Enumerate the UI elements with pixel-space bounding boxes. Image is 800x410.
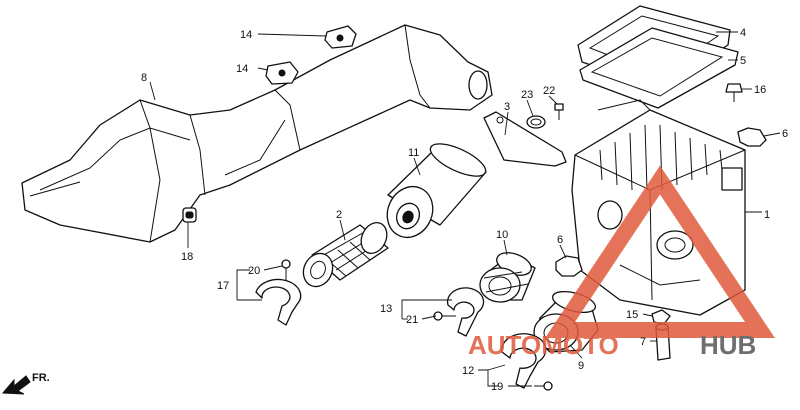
clip-lower	[265, 61, 299, 85]
direction-label: FR.	[32, 372, 50, 384]
callout-14-upper: 14	[240, 29, 252, 41]
callout-11: 11	[408, 147, 419, 159]
band-13	[446, 287, 485, 337]
callout-15: 15	[626, 309, 638, 321]
callout-19: 19	[491, 381, 503, 393]
callout-17: 17	[217, 280, 229, 292]
connecting-tube	[479, 252, 536, 303]
watermark: AUTOMOTO HUB	[468, 165, 775, 360]
callout-21: 21	[406, 314, 418, 326]
callout-10: 10	[496, 229, 508, 241]
bolt-16	[725, 83, 743, 102]
clip-right	[737, 127, 767, 147]
watermark-triangle-icon	[545, 165, 775, 338]
o-ring	[526, 115, 546, 129]
clip-15	[651, 309, 671, 325]
callout-4: 4	[740, 27, 746, 39]
callout-14-lower: 14	[236, 63, 248, 75]
band-12	[501, 333, 547, 389]
callout-6-middle: 6	[557, 234, 563, 246]
watermark-text-left: AUTOMOTO	[468, 330, 619, 360]
air-cleaner-case	[571, 99, 746, 316]
filter-screen	[302, 221, 389, 288]
band-17	[255, 278, 302, 326]
leader-lines	[149, 31, 781, 387]
callout-20: 20	[248, 265, 260, 277]
callout-labels: 1 2 3 4 5 6 6 7 8 9 10 11 12 13 14 14 15…	[141, 27, 788, 393]
callout-3: 3	[504, 101, 510, 113]
clip-upper	[324, 25, 357, 49]
callout-22: 22	[543, 85, 555, 97]
screw-19	[534, 381, 553, 391]
clip-middle	[555, 255, 583, 277]
callout-8: 8	[141, 72, 147, 84]
screw-20	[281, 259, 291, 282]
callout-5: 5	[740, 55, 746, 67]
bracket	[483, 111, 567, 167]
cover-gasket	[579, 27, 739, 109]
front-direction-arrow: FR.	[1, 372, 50, 395]
callout-12: 12	[462, 365, 474, 377]
screw-21	[433, 311, 456, 321]
callout-6-right: 6	[782, 128, 788, 140]
grommet	[182, 207, 197, 223]
callout-2: 2	[336, 209, 342, 221]
callout-18: 18	[181, 251, 193, 263]
filter-element	[386, 143, 487, 238]
callout-16: 16	[754, 84, 766, 96]
callout-1: 1	[764, 209, 770, 221]
intake-duct	[21, 24, 493, 243]
bolt-22	[554, 103, 564, 120]
watermark-text-right: HUB	[700, 330, 756, 360]
callout-9: 9	[578, 360, 584, 372]
callout-23: 23	[521, 89, 533, 101]
callout-13: 13	[380, 303, 392, 315]
callout-7: 7	[640, 336, 646, 348]
